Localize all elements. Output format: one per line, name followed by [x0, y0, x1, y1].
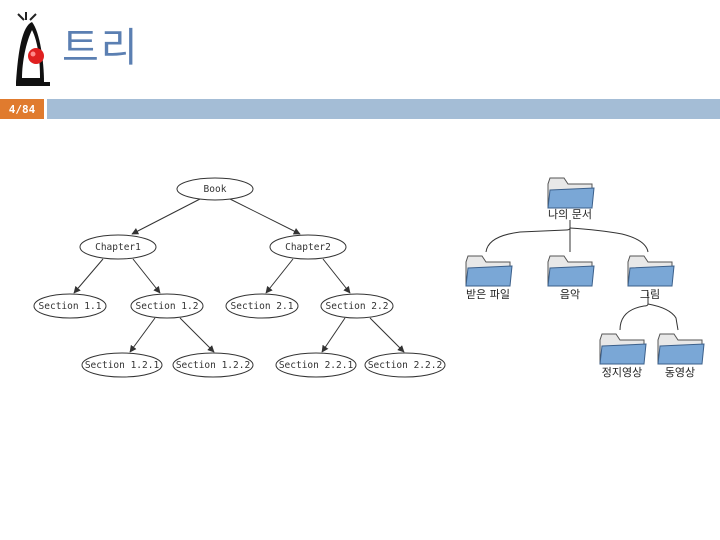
node-section-1-2-1 — [81, 352, 163, 378]
node-section-2-1-label: Section 2.1 — [231, 301, 294, 312]
header-bar — [47, 99, 720, 119]
page-title: 트리 — [62, 25, 140, 71]
node-chapter1 — [79, 234, 157, 260]
node-section-1-2-2-label: Section 1.2.2 — [176, 360, 250, 371]
node-section-1-1-label: Section 1.1 — [39, 301, 102, 312]
book-tree-nodes — [33, 177, 446, 378]
node-section-2-1 — [225, 293, 299, 319]
node-section-2-2-1 — [275, 352, 357, 378]
folder-still-images-icon — [599, 333, 647, 365]
folder-received-icon — [465, 255, 513, 287]
folder-videos-label: 동영상 — [665, 366, 695, 379]
folder-root-icon — [547, 177, 595, 209]
node-section-1-2-1-label: Section 1.2.1 — [85, 360, 160, 371]
node-book — [176, 177, 254, 201]
folder-received-label: 받은 파일 — [466, 287, 510, 301]
book-tree-edges — [73, 198, 405, 353]
node-section-2-2-2 — [364, 352, 446, 378]
book-tree-labels: Book Chapter1 Chapter2 Section 1.1 Secti… — [39, 184, 443, 371]
node-section-1-2-label: Section 1.2 — [136, 301, 199, 312]
node-section-1-1 — [33, 293, 107, 319]
node-chapter2-label: Chapter2 — [285, 242, 331, 253]
node-section-1-2 — [130, 293, 204, 319]
node-section-2-2-2-label: Section 2.2.2 — [368, 360, 442, 371]
node-section-2-2-label: Section 2.2 — [326, 301, 389, 312]
folder-pictures-label: 그림 — [640, 288, 660, 301]
duke-logo — [16, 12, 50, 86]
node-chapter1-label: Chapter1 — [95, 242, 141, 253]
folder-music-icon — [547, 255, 595, 287]
folder-still-images-label: 정지영상 — [602, 366, 642, 379]
node-section-2-2 — [320, 293, 394, 319]
folder-root-label: 나의 문서 — [548, 208, 592, 221]
folder-pictures-icon — [627, 255, 675, 287]
folder-videos-icon — [657, 333, 705, 365]
folder-music-label: 음악 — [560, 288, 580, 301]
node-book-label: Book — [204, 184, 227, 195]
node-chapter2 — [269, 234, 347, 260]
node-section-2-2-1-label: Section 2.2.1 — [279, 360, 354, 371]
folder-tree-edges — [485, 220, 679, 331]
folder-tree-labels: 나의 문서 받은 파일 음악 그림 정지영상 동영상 — [466, 208, 695, 379]
node-section-1-2-2 — [172, 352, 254, 378]
page-number-badge: 4/84 — [0, 99, 44, 119]
